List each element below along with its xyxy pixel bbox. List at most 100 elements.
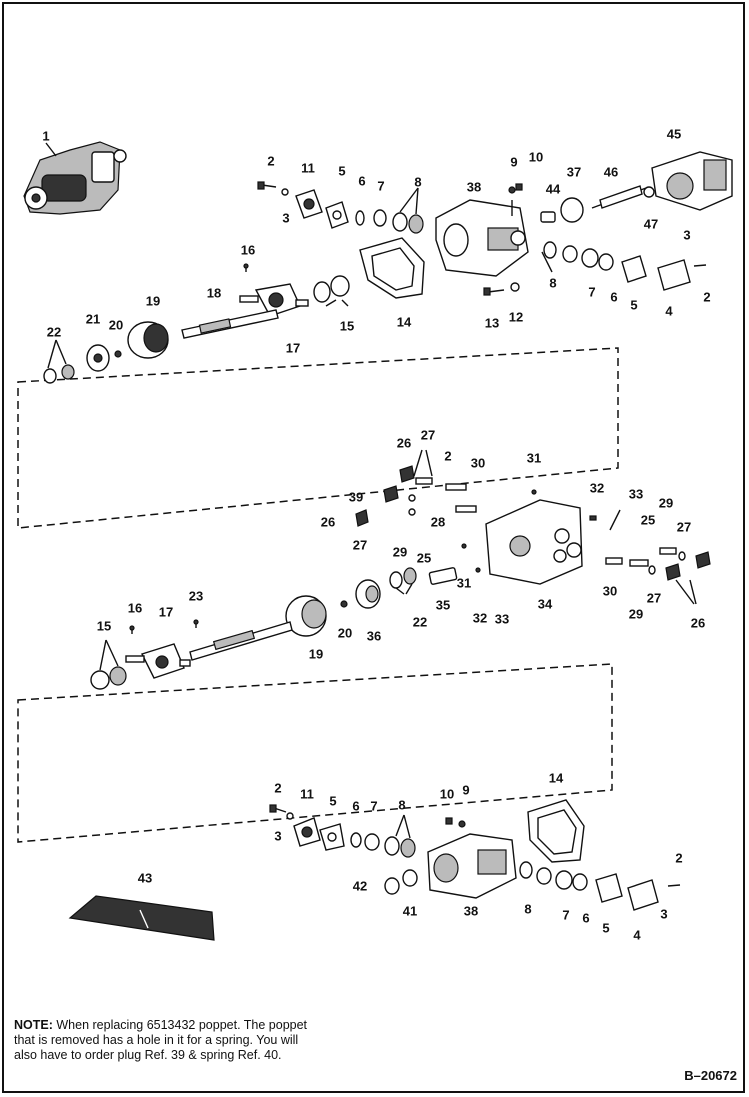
cylinder-19-mid	[285, 595, 327, 637]
callout-31: 31	[526, 450, 542, 466]
callout-1: 1	[42, 128, 50, 144]
bearing-36	[355, 579, 381, 609]
callout-4: 4	[665, 303, 673, 319]
callout-30: 30	[602, 583, 618, 599]
callout-3: 3	[683, 227, 691, 243]
callout-2: 2	[675, 850, 683, 866]
right-cartridges-25-29-30	[605, 547, 711, 581]
screw-9	[508, 186, 516, 216]
valve-block-34	[485, 499, 583, 585]
plug-39	[383, 485, 399, 503]
bolt-2	[257, 181, 277, 190]
note-body: When replacing 6513432 poppet. The poppe…	[14, 1018, 308, 1062]
callout-17: 17	[285, 340, 301, 356]
callout-32: 32	[472, 610, 488, 626]
housing-38	[435, 199, 529, 277]
housing-38-bottom	[427, 833, 517, 899]
cylinder-19	[127, 321, 169, 359]
spacer-20	[114, 350, 122, 358]
o-ring-37	[560, 197, 584, 223]
callout-46: 46	[603, 164, 619, 180]
callout-34: 34	[537, 596, 553, 612]
callout-20: 20	[108, 317, 124, 333]
note-text: NOTE: When replacing 6513432 poppet. The…	[14, 1018, 324, 1063]
callout-6: 6	[352, 798, 360, 814]
callout-6: 6	[582, 910, 590, 926]
callout-44: 44	[545, 181, 561, 197]
swashplate-17	[239, 283, 309, 317]
callout-22: 22	[412, 614, 428, 630]
group-outline-lower	[17, 663, 613, 843]
callout-27: 27	[646, 590, 662, 606]
pin-16-mid	[129, 625, 135, 634]
callout-26: 26	[320, 514, 336, 530]
callout-22: 22	[46, 324, 62, 340]
callout-18: 18	[206, 285, 222, 301]
callout-30: 30	[470, 455, 486, 471]
washer-3-bottom	[286, 812, 294, 820]
callout-4: 4	[633, 927, 641, 943]
callout-17: 17	[158, 604, 174, 620]
callout-10: 10	[439, 786, 455, 802]
callout-5: 5	[329, 793, 337, 809]
callout-19: 19	[145, 293, 161, 309]
callout-26: 26	[690, 615, 706, 631]
callout-37: 37	[566, 164, 582, 180]
callout-38: 38	[466, 179, 482, 195]
callout-47: 47	[643, 216, 659, 232]
callout-45: 45	[666, 126, 682, 142]
shaft-mid	[189, 621, 293, 661]
callout-25: 25	[640, 512, 656, 528]
callout-31: 31	[456, 575, 472, 591]
washer-3	[281, 188, 289, 196]
callout-14: 14	[548, 770, 564, 786]
bolt-13	[483, 287, 505, 296]
screws-9-10-bottom	[445, 817, 466, 828]
callout-16: 16	[240, 242, 256, 258]
callout-2: 2	[267, 153, 275, 169]
callout-3: 3	[282, 210, 290, 226]
callout-27: 27	[352, 537, 368, 553]
callout-9: 9	[510, 154, 518, 170]
pins-31-32-bottom	[461, 543, 481, 573]
callout-39: 39	[348, 489, 364, 505]
callout-8: 8	[398, 797, 406, 813]
pin-23	[193, 619, 199, 628]
pins-31-32-top	[531, 489, 597, 521]
cover-plate-11-bottom	[293, 817, 321, 847]
callout-23: 23	[188, 588, 204, 604]
right-seal-group-bottom	[519, 861, 681, 911]
note-label: NOTE:	[14, 1018, 53, 1032]
callout-11: 11	[300, 786, 314, 802]
callout-33: 33	[494, 611, 510, 627]
callout-7: 7	[562, 907, 570, 923]
callout-21: 21	[85, 311, 101, 327]
seal-kit-43	[68, 895, 215, 941]
bearings-15	[313, 275, 350, 303]
callout-3: 3	[274, 828, 282, 844]
plug-26-mid	[355, 509, 369, 527]
callout-5: 5	[602, 920, 610, 936]
callout-8: 8	[414, 174, 422, 190]
pump-45	[651, 151, 733, 211]
figure-reference: B–20672	[684, 1068, 737, 1083]
callout-27: 27	[420, 427, 436, 443]
cartridges-27-30	[408, 477, 477, 516]
callout-6: 6	[358, 173, 366, 189]
callout-2: 2	[703, 289, 711, 305]
callout-6: 6	[610, 289, 618, 305]
callout-3: 3	[660, 906, 668, 922]
callout-29: 29	[658, 495, 674, 511]
callout-14: 14	[396, 314, 412, 330]
bearings-22	[43, 364, 75, 384]
callout-29: 29	[628, 606, 644, 622]
callout-41: 41	[402, 903, 418, 919]
callout-2: 2	[444, 448, 452, 464]
o-ring-47	[643, 186, 655, 198]
bearings-22-mid	[389, 567, 417, 589]
gasket-14	[359, 237, 425, 299]
callout-19: 19	[308, 646, 324, 662]
bearings-8	[392, 212, 424, 234]
callout-12: 12	[508, 309, 524, 325]
